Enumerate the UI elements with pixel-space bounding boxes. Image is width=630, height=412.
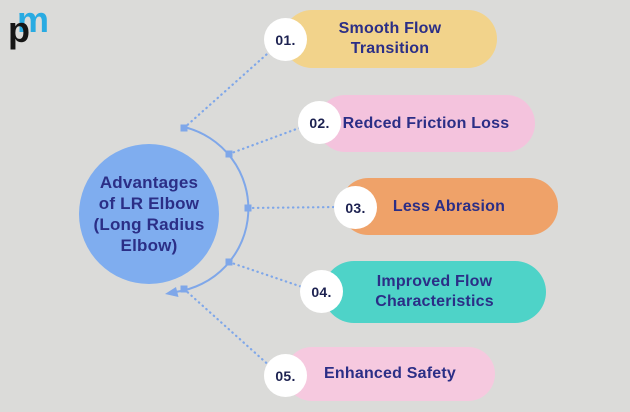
leader-line-3	[246, 205, 342, 210]
badge-number-4: 04.	[311, 283, 332, 300]
badge-number-1: 01.	[275, 31, 296, 48]
advantage-label-1: Smooth Flow Transition	[338, 20, 442, 57]
leader-line-4	[227, 260, 310, 291]
logo-letter-m: m	[17, 0, 49, 40]
number-badge-4: 04.	[300, 270, 343, 313]
center-topic-title: Advantages of LR Elbow (Long Radius Elbo…	[93, 172, 205, 256]
advantage-label-4: Improved Flow Characteristics	[375, 273, 494, 310]
leader-line-2	[227, 122, 312, 156]
advantage-label-3: Less Abrasion	[392, 197, 506, 215]
number-badge-2: 02.	[298, 101, 341, 144]
advantage-pill-1: Smooth Flow Transition	[283, 10, 497, 68]
number-badge-5: 05.	[264, 354, 307, 397]
arc-arrowhead-icon	[165, 287, 179, 297]
leader-line-1	[182, 44, 278, 130]
logo-letter-p: p	[8, 9, 30, 50]
advantage-pill-4: Improved Flow Characteristics	[323, 261, 546, 323]
badge-number-3: 03.	[345, 199, 366, 216]
arc-node-4	[225, 258, 233, 266]
brand-logo: m p	[6, 2, 62, 62]
advantage-label-5: Enhanced Safety	[324, 365, 456, 382]
arc-node-1	[180, 124, 188, 132]
advantage-pill-5: Enhanced Safety	[285, 347, 495, 401]
advantage-label-2: Redced Friction Loss	[342, 114, 510, 132]
badge-number-2: 02.	[309, 114, 330, 131]
leader-line-5	[182, 287, 274, 370]
connector-arc	[174, 126, 250, 293]
number-badge-3: 03.	[334, 186, 377, 229]
arc-node-5	[180, 285, 188, 293]
advantage-pill-2: Redced Friction Loss	[317, 95, 535, 152]
arc-node-3	[244, 204, 252, 212]
badge-number-5: 05.	[275, 367, 296, 384]
number-badge-1: 01.	[264, 18, 307, 61]
arc-node-2	[225, 150, 233, 158]
center-topic-circle: Advantages of LR Elbow (Long Radius Elbo…	[79, 144, 219, 284]
